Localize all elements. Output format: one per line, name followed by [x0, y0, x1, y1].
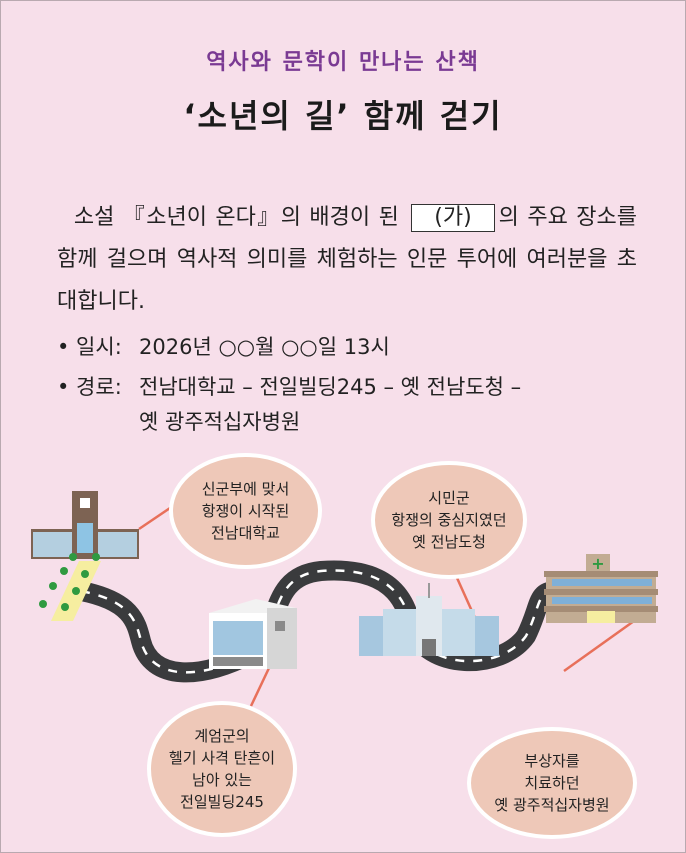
intro-text-after: 의 주요 장소를 함께 걸으며 역사적 의미를 체험하는 인문 투어에 여러분을…: [57, 205, 637, 314]
bubble-line: 헬기 사격 탄흔이: [168, 749, 276, 767]
bubble-line: 항쟁의 중심지였던: [391, 511, 507, 529]
bubble-jeonil-building: 계엄군의 헬기 사격 탄흔이 남아 있는 전일빌딩245: [147, 701, 297, 837]
schedule-row: • 일시: 2026년 ○○월 ○○일 13시: [57, 331, 390, 361]
bubble-line: 계엄군의: [194, 727, 250, 745]
schedule-label: • 일시:: [57, 335, 122, 359]
connector-line: [563, 619, 635, 673]
bubble-line: 전남대학교: [210, 524, 280, 542]
bubble-jnu: 신군부에 맞서 항쟁이 시작된 전남대학교: [169, 453, 322, 569]
jeonil-building-icon: [209, 599, 297, 669]
bubble-red-cross-hospital: 부상자를 치료하던 옛 광주적십자병원: [467, 727, 637, 839]
bubble-line: 항쟁이 시작된: [201, 502, 290, 520]
hospital-building-icon: +: [544, 554, 658, 623]
svg-text:+: +: [591, 554, 604, 573]
bubble-line: 옛 광주적십자병원: [494, 796, 610, 814]
bubble-line: 신군부에 맞서: [201, 480, 290, 498]
bubble-provincial-office: 시민군 항쟁의 중심지였던 옛 전남도청: [371, 461, 527, 579]
route-label: • 경로:: [57, 375, 122, 399]
route-row: • 경로: 전남대학교 – 전일빌딩245 – 옛 전남도청 –: [57, 371, 521, 401]
blank-box: (가): [411, 204, 495, 232]
bubble-line: 전일빌딩245: [180, 793, 264, 811]
connector-line: [249, 667, 271, 707]
route-row-cont: 옛 광주적십자병원: [139, 406, 300, 436]
intro-paragraph: 소설 『소년이 온다』의 배경이 된 (가)의 주요 장소를 함께 걸으며 역사…: [57, 197, 637, 323]
university-building-icon: [31, 491, 139, 621]
bubble-line: 남아 있는: [192, 771, 252, 789]
page-title: ‘소년의 길’ 함께 걷기: [183, 97, 503, 135]
provincial-office-building-icon: [359, 583, 499, 656]
bubble-line: 부상자를: [524, 752, 580, 770]
bubble-line: 시민군: [428, 489, 470, 507]
route-value-2: 옛 광주적십자병원: [139, 410, 301, 434]
intro-text-before: 소설 『소년이 온다』의 배경이 된: [73, 205, 399, 230]
subtitle: 역사와 문학이 만나는 산책: [206, 50, 480, 75]
schedule-value: 2026년 ○○월 ○○일 13시: [139, 335, 390, 359]
road-markings: [80, 569, 557, 674]
route-value: 전남대학교 – 전일빌딩245 – 옛 전남도청 –: [139, 375, 522, 399]
connector-line: [138, 504, 174, 531]
bubble-line: 치료하던: [524, 774, 580, 792]
bubble-line: 옛 전남도청: [412, 533, 486, 551]
